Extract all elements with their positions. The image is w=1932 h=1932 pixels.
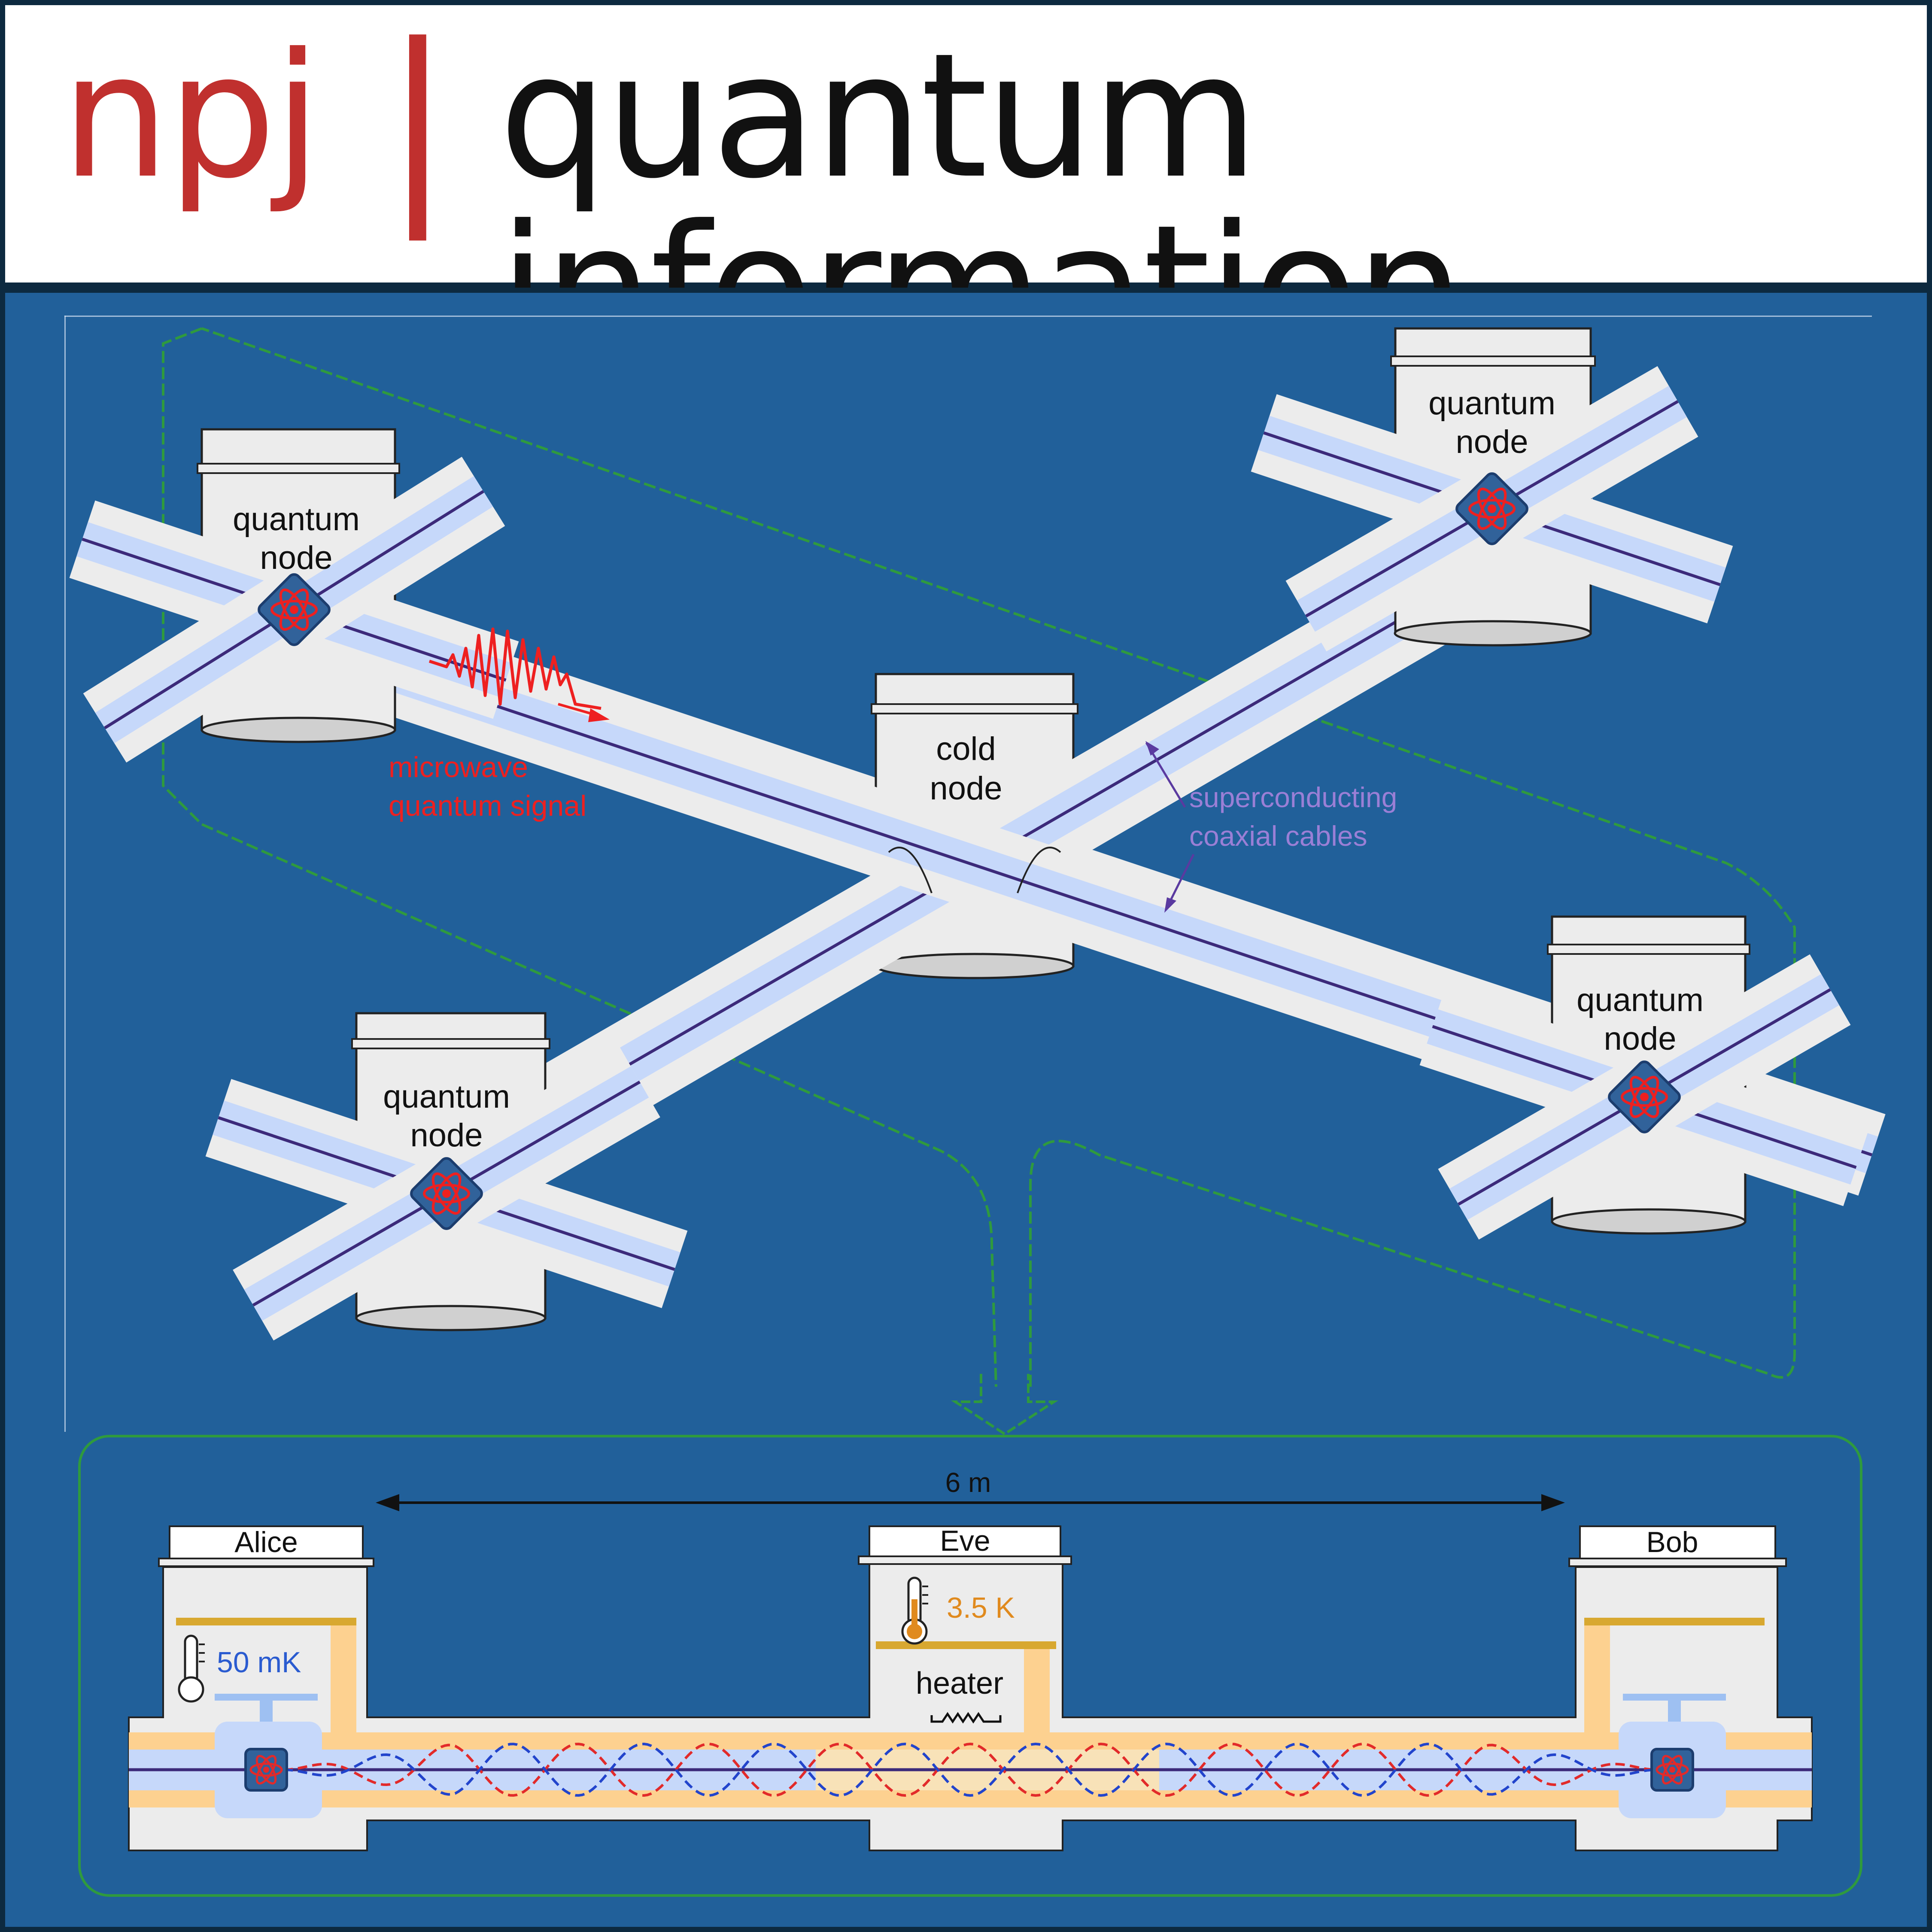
- standing-wave-red: [283, 1742, 1658, 1797]
- quantum-node-label-line1: quantum: [233, 501, 360, 538]
- network-illustration: cold node quantum node: [0, 288, 1932, 1932]
- alice-label: Alice: [234, 1526, 298, 1558]
- thermometer-icon: [901, 1577, 928, 1645]
- signal-label-line1: microwave: [389, 751, 528, 784]
- alice-qubit-icon: [246, 1749, 287, 1790]
- bob-qubit-icon: [1652, 1749, 1693, 1790]
- quantum-node-bottom-left: quantum node: [205, 1012, 688, 1341]
- cable-label-line2: coaxial cables: [1189, 820, 1367, 852]
- journal-brand-npj: npj: [61, 17, 322, 216]
- distance-label: 6 m: [945, 1467, 991, 1498]
- standing-wave-blue: [283, 1742, 1658, 1797]
- quantum-node-label-line2: node: [1604, 1021, 1676, 1057]
- alice-temperature: 50 mK: [217, 1646, 301, 1679]
- cold-node: cold node: [268, 484, 1681, 1246]
- quantum-node-label-line1: quantum: [383, 1078, 510, 1115]
- microwave-signal-icon: [428, 627, 610, 722]
- quantum-node-label-line2: node: [260, 540, 332, 576]
- quantum-node-bottom-right: quantum node: [1419, 915, 1869, 1240]
- heater-coil-icon: [930, 1712, 1002, 1724]
- quantum-node-label-line2: node: [1455, 424, 1528, 460]
- setup-panel: [78, 1435, 1862, 1897]
- cable-label-line1: superconducting: [1189, 781, 1397, 813]
- quantum-node-top-left: quantum node: [69, 428, 519, 763]
- journal-separator: |: [383, 1, 453, 241]
- cold-node-label-line2: node: [930, 770, 1002, 807]
- cold-node-label-line1: cold: [936, 731, 996, 767]
- quantum-node-label-line1: quantum: [1577, 982, 1704, 1018]
- heater-label: heater: [916, 1666, 1003, 1701]
- bob-label: Bob: [1646, 1526, 1698, 1558]
- thermometer-icon: [178, 1634, 205, 1703]
- distance-arrow: [376, 1494, 1565, 1511]
- eve-label: Eve: [940, 1525, 990, 1557]
- quantum-node-label-line1: quantum: [1428, 385, 1555, 422]
- journal-header: npj | quantum information: [0, 0, 1932, 374]
- quantum-node-top-right: quantum node: [1251, 327, 1733, 652]
- eve-temperature: 3.5 K: [947, 1592, 1015, 1624]
- signal-label-line2: quantum signal: [389, 790, 586, 822]
- cable-pointer: [1145, 741, 1195, 913]
- quantum-node-label-line2: node: [410, 1117, 483, 1154]
- network-outline: [162, 327, 1796, 1387]
